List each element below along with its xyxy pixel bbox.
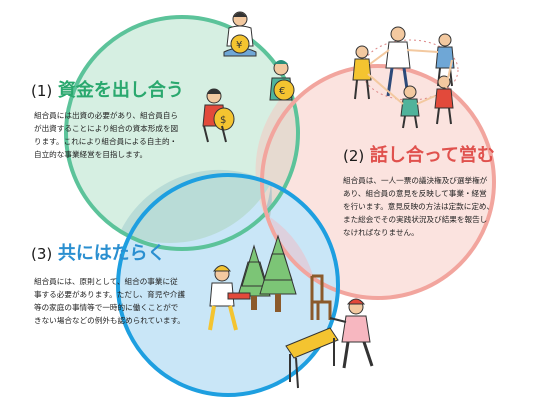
tree-trunk [275, 294, 281, 312]
section-title: 共にはたらく [57, 243, 166, 264]
yen-symbol: ¥ [236, 40, 242, 51]
body-line: ります。これにより組合員による自主的・ [34, 137, 178, 146]
section-number: (1) [31, 82, 53, 100]
arms [367, 49, 453, 105]
euro-symbol: € [279, 86, 285, 97]
person-legs [342, 341, 374, 369]
person-body [385, 41, 411, 69]
person-head [390, 26, 406, 42]
body-line: あり、組合員の意見を反映して事業・経営 [343, 189, 487, 198]
person-hat [274, 60, 288, 64]
section-title: 話し合って営む [369, 145, 495, 166]
body-line: が出資することにより組合の資本形成を図 [34, 124, 179, 133]
person-hair [207, 89, 221, 94]
money-people-illustration: ¥ € $ [202, 11, 295, 143]
brush-icon [329, 317, 347, 323]
body-line: 自立的な事業経営を目指します。 [34, 150, 148, 159]
person-head [355, 45, 369, 59]
table-legs [289, 338, 335, 389]
tree-icon [259, 234, 297, 295]
heading-fund: (1) 資金を出し合う [31, 76, 184, 102]
person-body [341, 315, 371, 343]
body-line: を行います。意見反映の方法は定款に定め、 [343, 202, 495, 211]
circle-work-ring [116, 173, 340, 397]
dollar-symbol: $ [220, 115, 226, 126]
section-title: 資金を出し合う [57, 80, 184, 101]
money-bag-icon [273, 79, 295, 101]
body-line: 組合員には出資の必要があり、組合員自ら [34, 111, 178, 120]
tree-icon [237, 244, 271, 297]
cap [346, 298, 366, 305]
person-head [438, 33, 452, 47]
heading-manage: (2) 話し合って営む [343, 141, 495, 167]
person-body [209, 282, 235, 307]
person-body [434, 88, 454, 109]
helmet [213, 265, 231, 272]
circle-fund-ring [64, 15, 300, 251]
section-number: (3) [31, 245, 53, 263]
tree-trunk [251, 296, 257, 310]
person-legs [354, 79, 370, 100]
body-line: きない場合などの例外も認められています。 [34, 316, 185, 325]
person-body [352, 58, 372, 81]
body-fund: 組合員には出資の必要があり、組合員自ら が出資することにより組合の資本形成を図 … [34, 109, 178, 161]
body-line: 組合員は、一人一票の議決権及び選挙権が [343, 176, 488, 185]
body-line: また総会でその実践状況及び結果を報告し [343, 215, 488, 224]
heading-work: (3) 共にはたらく [31, 239, 165, 265]
person-legs [203, 125, 227, 143]
body-work: 組合員には、原則として、組合の事業に従 事する必要があります。ただし、育児や介護… [34, 275, 185, 327]
overlap-manage-work [270, 217, 314, 279]
person-head [403, 85, 417, 99]
body-line: 組合員には、原則として、組合の事業に従 [34, 277, 178, 286]
working-illustration [208, 234, 374, 389]
chair-icon [310, 274, 332, 320]
person-body [400, 98, 420, 117]
person-legs [436, 107, 452, 125]
overlap-fund-work [120, 169, 271, 244]
table-icon [285, 327, 339, 359]
chainsaw-icon [227, 292, 251, 300]
body-line: なければなりません。 [343, 228, 419, 237]
body-manage: 組合員は、一人一票の議決権及び選挙権が あり、組合員の意見を反映して事業・経営 … [343, 174, 494, 239]
body-line: 事する必要があります。ただし、育児や介護 [34, 290, 186, 299]
money-bag-icon [230, 34, 250, 54]
person-legs [208, 305, 238, 331]
circle-of-people-illustration [352, 26, 459, 129]
section-number: (2) [343, 147, 365, 165]
person-body [435, 46, 455, 69]
person-legs [402, 115, 418, 129]
body-line: 等の家庭の事情等で一時的に働くことがで [34, 303, 179, 312]
person-hair [233, 12, 247, 17]
